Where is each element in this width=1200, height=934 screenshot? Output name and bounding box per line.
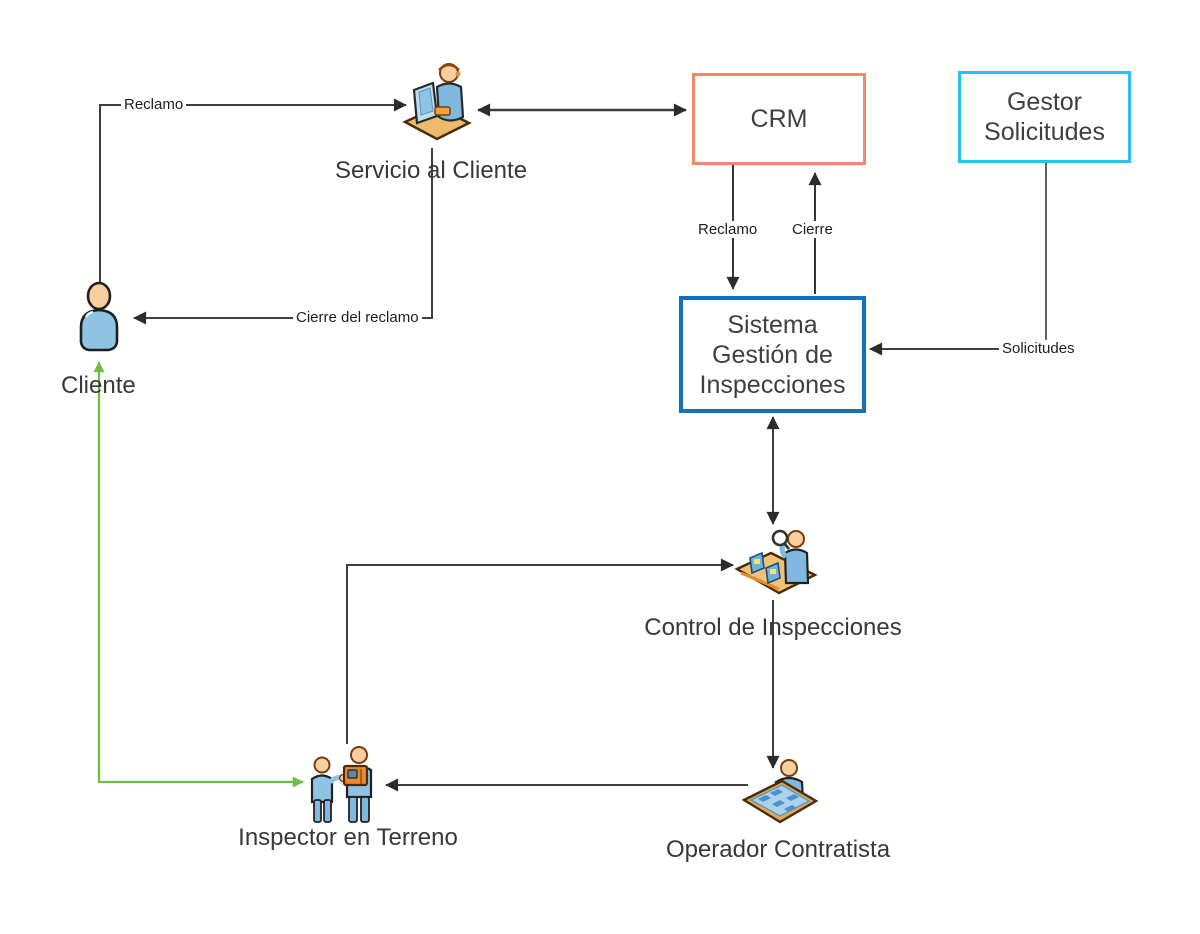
operador-contratista-label: Operador Contratista xyxy=(665,836,891,863)
customer-service-agent-icon xyxy=(402,63,472,141)
control-de-inspecciones-label: Control de Inspecciones xyxy=(644,614,902,641)
inspection-control-icon xyxy=(734,529,818,595)
servicio-al-cliente-label: Servicio al Cliente xyxy=(334,157,528,184)
edge-label-cierre-del-reclamo: Cierre del reclamo xyxy=(293,309,422,326)
sistema-label-line2: Gestión de xyxy=(712,340,833,369)
edge-label-reclamo-crm: Reclamo xyxy=(695,221,761,238)
contractor-operator-icon xyxy=(742,759,818,824)
crm-label: CRM xyxy=(750,105,808,133)
inspector-en-terreno-label: Inspector en Terreno xyxy=(238,824,458,851)
sistema-label-line1: Sistema xyxy=(727,310,818,339)
edge-cliente-servicio xyxy=(99,98,407,283)
edge-servicio-cliente xyxy=(133,148,433,325)
sistema-gestion-inspecciones-box: Sistema Gestión de Inspecciones xyxy=(679,296,866,413)
crm-box: CRM xyxy=(692,73,866,165)
gestor-solicitudes-box: Gestor Solicitudes xyxy=(958,71,1131,163)
edge-label-reclamo-cliente: Reclamo xyxy=(121,96,187,113)
gestor-label-line1: Gestor xyxy=(1006,88,1083,116)
cliente-label: Cliente xyxy=(61,372,136,399)
edge-inspector-control xyxy=(346,558,734,744)
gestor-label-line2: Solicitudes xyxy=(984,118,1105,146)
edge-label-solicitudes: Solicitudes xyxy=(999,340,1078,357)
edge-inspector-cliente-green xyxy=(93,361,304,788)
field-inspector-icon xyxy=(310,746,373,823)
client-person-icon xyxy=(79,281,119,352)
sistema-label-line3: Inspecciones xyxy=(699,370,846,399)
edge-label-cierre: Cierre xyxy=(789,221,836,238)
